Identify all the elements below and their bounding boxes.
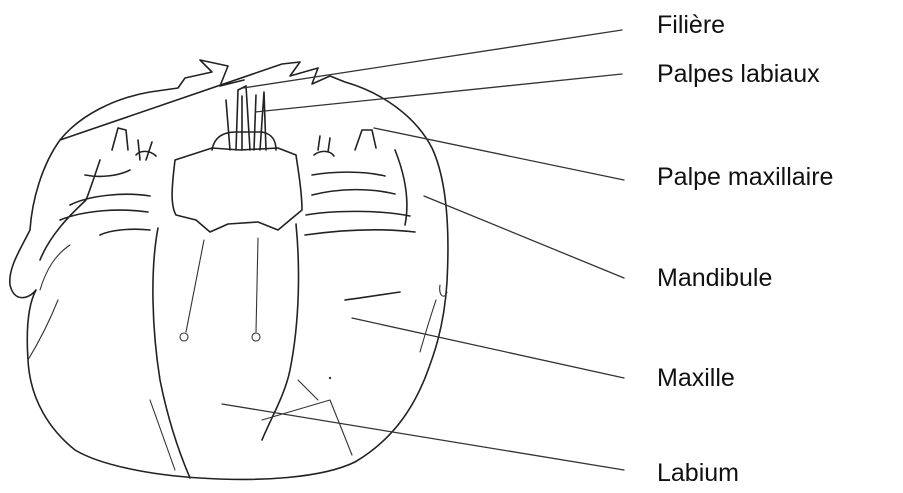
- labium-lower: [153, 224, 299, 478]
- spinneret: [226, 86, 266, 150]
- label-labium: Labium: [657, 461, 739, 486]
- right-seta: [256, 238, 258, 332]
- leader-maxille: [352, 318, 624, 378]
- leader-palpes-labiaux: [255, 74, 622, 112]
- label-filiere: Filière: [657, 13, 725, 38]
- head-capsule-outline: [10, 60, 448, 479]
- label-maxille: Maxille: [657, 366, 735, 391]
- labium-base: [150, 380, 352, 470]
- left-seta: [186, 240, 204, 332]
- right-maxilla: [305, 150, 415, 300]
- leader-palpe-maxillaire: [374, 128, 624, 180]
- left-maxilla: [40, 160, 150, 260]
- leader-mandibule: [424, 196, 624, 278]
- small-dot: [329, 377, 331, 379]
- label-palpe-maxillaire: Palpe maxillaire: [657, 165, 833, 190]
- left-seta-base: [180, 333, 188, 341]
- left-maxillary-palp: [112, 128, 156, 160]
- labium-plate: [172, 148, 302, 232]
- label-palpes-labiaux: Palpes labiaux: [657, 62, 820, 87]
- right-seta-base: [252, 333, 260, 341]
- right-maxillary-palp: [314, 130, 376, 156]
- left-cheek-line: [28, 245, 70, 360]
- label-mandibule: Mandibule: [657, 266, 772, 291]
- leader-labium: [222, 404, 624, 470]
